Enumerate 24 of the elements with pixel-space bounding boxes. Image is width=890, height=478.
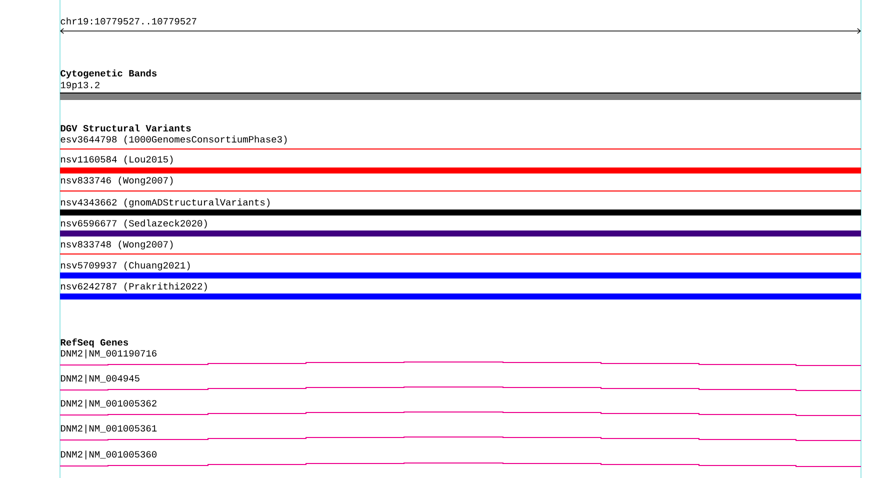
node-label: nsv6242787 (Prakrithi2022) — [61, 282, 207, 292]
variant-line: nsv833746 (Wong2007) — [60, 176, 862, 192]
variant-bar: nsv6596677 (Sedlazeck2020) — [60, 220, 861, 236]
gene-line: DNM2|NM_004945 — [60, 374, 862, 391]
node-label: nsv5709937 (Chuang2021) — [61, 262, 190, 270]
variant-bar: nsv5709937 (Chuang2021) — [60, 262, 861, 278]
node-label: 19p13.2 — [60, 82, 100, 90]
chromosome-band: 19p13.2 — [60, 82, 862, 100]
gene-line: DNM2|NM_001005362 — [60, 400, 862, 416]
track-heading: DGV Structural Variants — [60, 124, 191, 132]
variant-bar: nsv4343662 (gnomADStructuralVariants) — [60, 198, 861, 216]
node-label: nsv6596677 (Sedlazeck2020) — [61, 220, 207, 228]
track-heading: RefSeq Genes — [60, 338, 128, 348]
variant-line: esv3644798 (1000GenomesConsortiumPhase3) — [60, 136, 862, 150]
gene-line: DNM2|NM_001005360 — [60, 450, 862, 467]
variant-line: nsv833748 (Wong2007) — [60, 240, 862, 254]
gene-line: DNM2|NM_001005361 — [60, 424, 862, 441]
gene-line: DNM2|NM_001190716 — [60, 350, 862, 366]
node-label: nsv1160584 (Lou2015) — [61, 156, 173, 164]
variant-bar: nsv1160584 (Lou2015) — [60, 156, 861, 174]
track-heading: Cytogenetic Bands — [60, 70, 157, 78]
ruler-label: chr19:10779527..10779527 — [60, 18, 196, 24]
variant-bar: nsv6242787 (Prakrithi2022) — [60, 282, 861, 300]
node-label: nsv4343662 (gnomADStructuralVariants) — [61, 198, 270, 208]
